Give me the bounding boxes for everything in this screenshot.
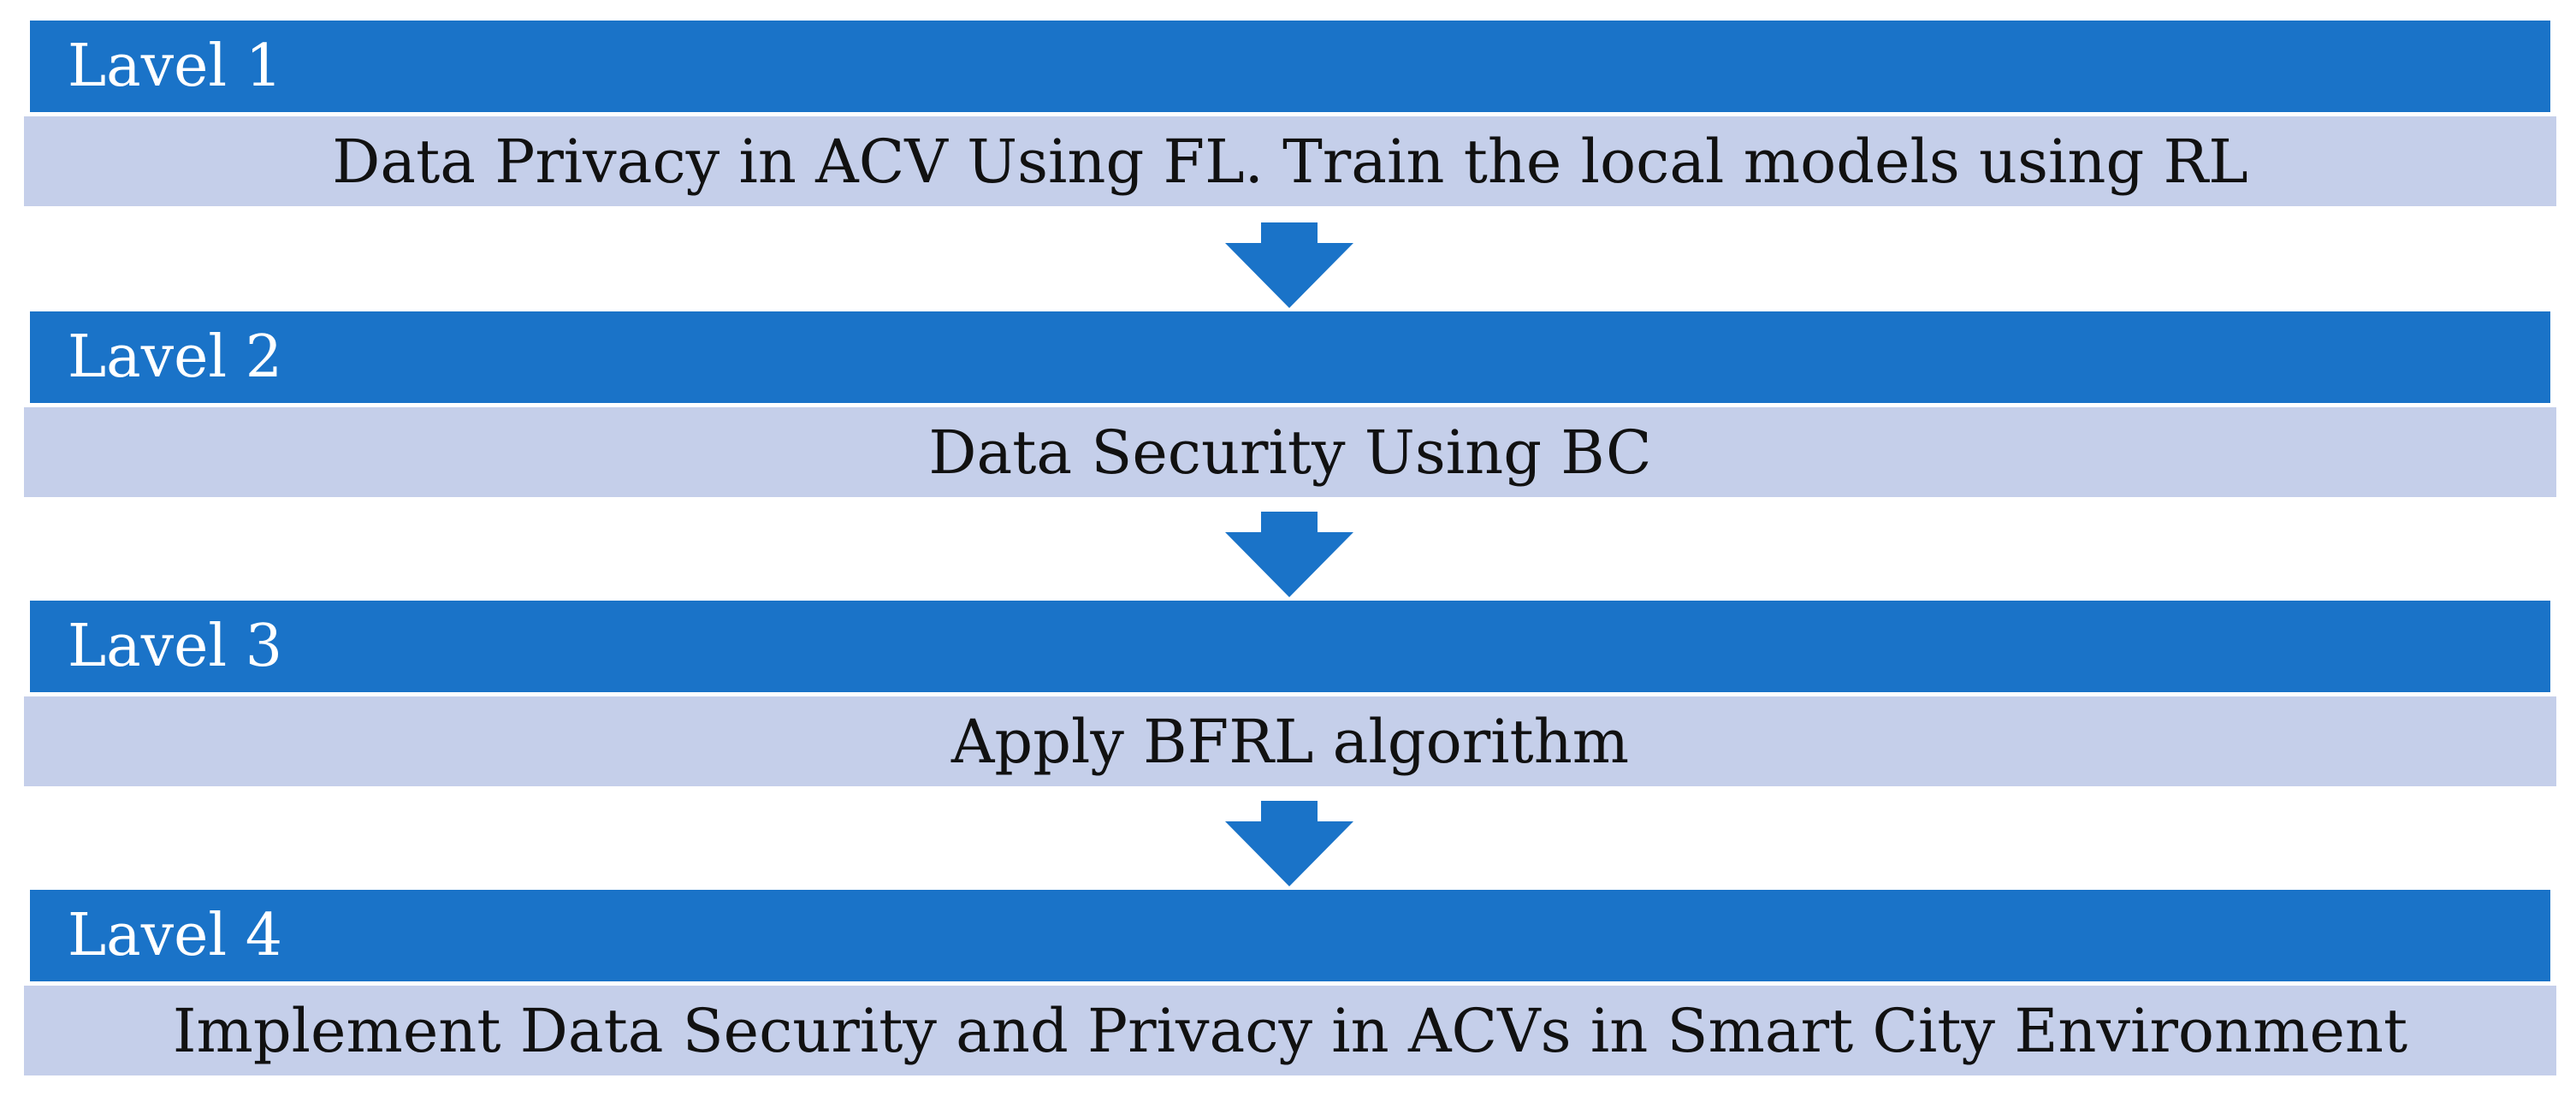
level-header-3: Lavel 3 <box>28 599 2552 694</box>
level-text-1: Data Privacy in ACV Using FL. Train the … <box>332 126 2248 197</box>
level-title-4: Lavel 4 <box>68 901 282 969</box>
level-description-1: Data Privacy in ACV Using FL. Train the … <box>21 114 2559 209</box>
level-text-3: Apply BFRL algorithm <box>950 706 1630 777</box>
level-header-2: Lavel 2 <box>28 310 2552 405</box>
level-text-2: Data Security Using BC <box>928 417 1652 488</box>
level-block-3: Lavel 3 Apply BFRL algorithm <box>21 599 2559 789</box>
level-description-2: Data Security Using BC <box>21 405 2559 500</box>
level-title-3: Lavel 3 <box>68 612 282 680</box>
level-block-2: Lavel 2 Data Security Using BC <box>21 310 2559 500</box>
down-arrow-icon <box>1225 512 1353 597</box>
level-block-4: Lavel 4 Implement Data Security and Priv… <box>21 888 2559 1078</box>
level-header-1: Lavel 1 <box>28 19 2552 114</box>
level-header-4: Lavel 4 <box>28 888 2552 983</box>
level-description-3: Apply BFRL algorithm <box>21 694 2559 789</box>
level-title-2: Lavel 2 <box>68 323 282 391</box>
level-description-4: Implement Data Security and Privacy in A… <box>21 983 2559 1078</box>
down-arrow-icon <box>1225 801 1353 886</box>
level-block-1: Lavel 1 Data Privacy in ACV Using FL. Tr… <box>21 19 2559 209</box>
level-title-1: Lavel 1 <box>68 32 282 100</box>
down-arrow-icon <box>1225 222 1353 308</box>
level-text-4: Implement Data Security and Privacy in A… <box>172 995 2408 1066</box>
